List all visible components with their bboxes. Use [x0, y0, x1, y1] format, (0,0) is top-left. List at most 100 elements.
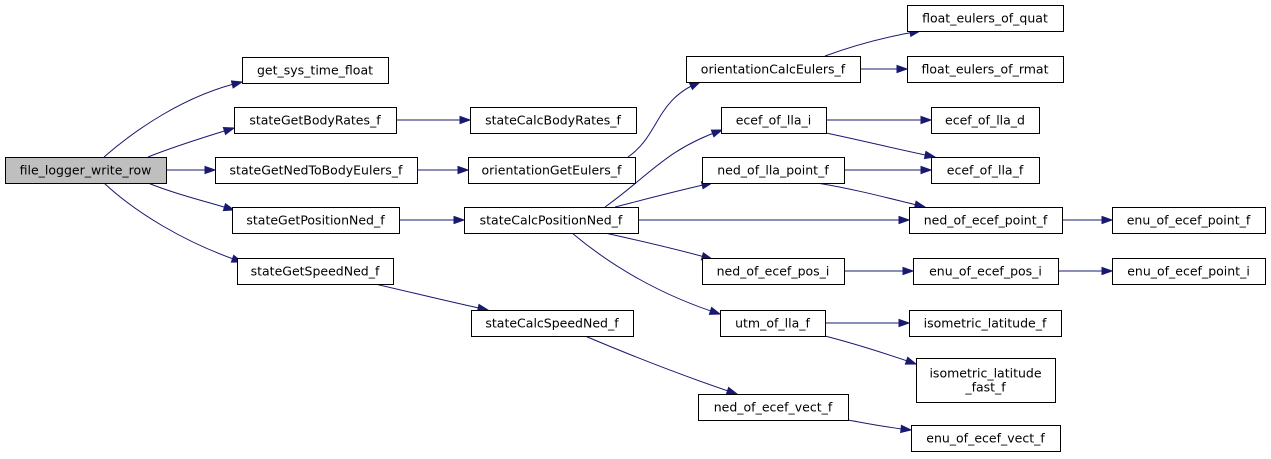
arrowhead-icon — [222, 126, 236, 136]
node-label: isometric_latitude_f — [924, 316, 1047, 331]
edge-line — [103, 81, 243, 158]
arrowhead-icon — [920, 115, 933, 125]
arrowhead-icon — [896, 64, 909, 74]
edge-stateGetBodyRates_f-to-stateCalcBodyRates_f — [396, 115, 472, 125]
node-label: isometric_latitude — [929, 366, 1041, 381]
node-label: enu_of_ecef_vect_f — [926, 431, 1045, 446]
node-stateGetBodyRates-f[interactable]: stateGetBodyRates_f — [234, 107, 397, 134]
edge-line — [147, 182, 235, 211]
node-label: enu_of_ecef_point_f — [1127, 213, 1251, 228]
node-box — [471, 310, 634, 337]
node-ned-of-lla-point-f[interactable]: ned_of_lla_point_f — [702, 157, 845, 184]
nodes-layer: file_logger_write_row get_sys_time_floats… — [5, 5, 1266, 452]
node-label: stateCalcSpeedNed_f — [485, 316, 619, 331]
edge-file_logger_write_row-to-stateGetPositionNed_f — [147, 182, 236, 212]
edge-line — [571, 232, 721, 315]
arrowhead-icon — [898, 215, 911, 225]
node-stateCalcBodyRates-f[interactable]: stateCalcBodyRates_f — [470, 107, 637, 134]
node-file-logger-write-row[interactable]: file_logger_write_row — [5, 157, 167, 184]
node-box — [909, 207, 1063, 234]
node-label: file_logger_write_row — [20, 163, 152, 178]
edge-line — [816, 182, 926, 208]
edge-ned_of_ecef_point_f-to-enu_of_ecef_point_f — [1062, 215, 1114, 225]
arrowhead-icon — [222, 202, 236, 212]
node-label: stateGetNedToBodyEulers_f — [230, 163, 404, 178]
node-enu-of-ecef-point-i[interactable]: enu_of_ecef_point_i — [1112, 258, 1266, 285]
node-label: float_eulers_of_rmat — [922, 62, 1049, 77]
node-enu-of-ecef-point-f[interactable]: enu_of_ecef_point_f — [1112, 207, 1266, 234]
node-float-eulers-of-rmat[interactable]: float_eulers_of_rmat — [907, 56, 1064, 83]
node-isometric-latitude-fast-f[interactable]: isometric_latitude_fast_f — [916, 358, 1056, 403]
edge-enu_of_ecef_pos_i-to-enu_of_ecef_point_i — [1058, 266, 1114, 276]
node-orientationGetEulers-f[interactable]: orientationGetEulers_f — [468, 157, 636, 184]
node-box — [909, 310, 1062, 337]
node-box — [907, 56, 1064, 83]
node-box — [468, 157, 636, 184]
node-get-sys-time-float[interactable]: get_sys_time_float — [242, 57, 389, 84]
node-ned-of-ecef-pos-i[interactable]: ned_of_ecef_pos_i — [702, 258, 845, 285]
node-label: ned_of_lla_point_f — [717, 163, 829, 178]
node-label: ned_of_ecef_point_f — [924, 213, 1048, 228]
edge-ecef_of_lla_i-to-ecef_of_lla_d — [826, 115, 933, 125]
node-box — [931, 157, 1040, 184]
node-utm-of-lla-f[interactable]: utm_of_lla_f — [720, 310, 826, 337]
arrowhead-icon — [1101, 266, 1114, 276]
edge-line — [824, 335, 917, 365]
node-box — [234, 107, 397, 134]
node-box — [470, 107, 637, 134]
node-label: utm_of_lla_f — [735, 316, 810, 331]
node-orientationCalcEulers-f[interactable]: orientationCalcEulers_f — [686, 56, 861, 83]
arrowhead-icon — [708, 306, 722, 315]
edge-line — [147, 127, 235, 158]
edge-stateGetNedToBodyEulers_f-to-orientationGetEulers_f — [417, 165, 470, 175]
node-stateGetPositionNed-f[interactable]: stateGetPositionNed_f — [232, 207, 400, 234]
node-box — [720, 310, 826, 337]
node-enu-of-ecef-pos-i[interactable]: enu_of_ecef_pos_i — [913, 258, 1059, 285]
node-label: orientationGetEulers_f — [482, 163, 623, 178]
edge-utm_of_lla_f-to-isometric_latitude_fast_f — [824, 335, 918, 365]
node-label: enu_of_ecef_pos_i — [929, 264, 1042, 279]
node-ecef-of-lla-i[interactable]: ecef_of_lla_i — [721, 107, 827, 134]
arrowhead-icon — [710, 129, 724, 138]
node-box — [702, 157, 845, 184]
node-ned-of-ecef-point-f[interactable]: ned_of_ecef_point_f — [909, 207, 1063, 234]
edge-orientationCalcEulers_f-to-float_eulers_of_quat — [824, 28, 922, 57]
edge-stateCalcPositionNed_f-to-ned_of_ecef_point_f — [638, 215, 911, 225]
edge-stateCalcPositionNed_f-to-ned_of_lla_point_f — [614, 181, 714, 208]
node-float-eulers-of-quat[interactable]: float_eulers_of_quat — [907, 5, 1064, 32]
node-label: stateCalcPositionNed_f — [480, 213, 623, 228]
node-ecef-of-lla-d[interactable]: ecef_of_lla_d — [931, 107, 1040, 134]
node-box — [1112, 207, 1266, 234]
node-enu-of-ecef-vect-f[interactable]: enu_of_ecef_vect_f — [911, 425, 1061, 452]
node-stateCalcPositionNed-f[interactable]: stateCalcPositionNed_f — [464, 207, 639, 234]
node-isometric-latitude-f[interactable]: isometric_latitude_f — [909, 310, 1062, 337]
edge-stateCalcPositionNed_f-to-ecef_of_lla_i — [604, 129, 724, 208]
node-box — [911, 425, 1061, 452]
node-stateCalcSpeedNed-f[interactable]: stateCalcSpeedNed_f — [471, 310, 634, 337]
node-stateGetNedToBodyEulers-f[interactable]: stateGetNedToBodyEulers_f — [215, 157, 418, 184]
node-box — [913, 258, 1059, 285]
node-box — [907, 5, 1064, 32]
node-label: ecef_of_lla_i — [736, 113, 812, 128]
edge-ned_of_ecef_vect_f-to-enu_of_ecef_vect_f — [847, 419, 913, 434]
edge-orientationCalcEulers_f-to-float_eulers_of_rmat — [860, 64, 909, 74]
node-box — [232, 207, 400, 234]
node-ecef-of-lla-f[interactable]: ecef_of_lla_f — [931, 157, 1040, 184]
edge-stateCalcSpeedNed_f-to-ned_of_ecef_vect_f — [584, 335, 739, 395]
edge-line — [627, 81, 701, 158]
arrowhead-icon — [920, 165, 933, 175]
node-label: ecef_of_lla_d — [945, 113, 1025, 128]
node-ned-of-ecef-vect-f[interactable]: ned_of_ecef_vect_f — [698, 394, 849, 421]
arrowhead-icon — [230, 80, 244, 89]
node-stateGetSpeedNed-f[interactable]: stateGetSpeedNed_f — [237, 258, 394, 285]
edge-line — [604, 129, 723, 208]
node-box — [242, 57, 389, 84]
node-box — [237, 258, 394, 285]
node-box — [931, 107, 1040, 134]
node-box — [916, 358, 1056, 403]
node-box — [698, 394, 849, 421]
edge-line — [614, 182, 713, 208]
node-box — [721, 107, 827, 134]
edge-line — [604, 232, 713, 260]
